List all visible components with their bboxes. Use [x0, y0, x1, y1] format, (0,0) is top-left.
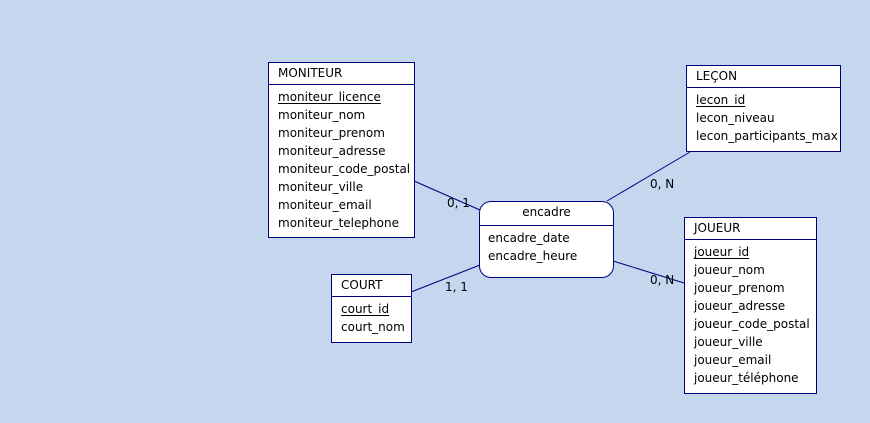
- entity-joueur-title: JOUEUR: [685, 218, 816, 240]
- cardinality-lecon: 0, N: [650, 177, 675, 191]
- entity-lecon-attr: lecon_participants_max: [696, 129, 838, 143]
- entity-joueur-attr: joueur_téléphone: [694, 371, 799, 385]
- entity-lecon-attr: lecon_id: [696, 93, 746, 107]
- entity-moniteur-attr: moniteur_ville: [278, 180, 364, 194]
- entity-joueur-attr: joueur_id: [694, 245, 750, 259]
- entity-moniteur-title: MONITEUR: [269, 63, 414, 85]
- link-lecon-encadre: [606, 151, 691, 202]
- entity-court-attr: court_id: [341, 302, 390, 316]
- entity-lecon-attr: lecon_niveau: [696, 111, 775, 125]
- entity-moniteur-attr: moniteur_nom: [278, 108, 366, 122]
- cardinality-moniteur: 0, 1: [447, 196, 470, 210]
- entity-moniteur-attr: moniteur_adresse: [278, 144, 386, 158]
- entity-joueur-attr: joueur_prenom: [694, 281, 785, 295]
- entity-moniteur-attr: moniteur_code_postal: [278, 162, 411, 176]
- entity-lecon-title: LEÇON: [687, 66, 840, 88]
- entity-moniteur-attr: moniteur_prenom: [278, 126, 385, 140]
- entity-court-title: COURT: [332, 275, 411, 297]
- link-joueur-encadre: [612, 260, 685, 284]
- entity-moniteur-attr: moniteur_licence: [278, 90, 381, 104]
- association-encadre-attr: encadre_heure: [488, 249, 578, 263]
- association-encadre[interactable]: encadre encadre_date encadre_heure: [479, 201, 614, 278]
- entity-joueur-attr: joueur_adresse: [694, 299, 786, 313]
- link-court-encadre: [410, 264, 481, 293]
- link-moniteur-encadre: [413, 180, 481, 211]
- entity-lecon[interactable]: LEÇON lecon_id lecon_niveau lecon_partic…: [686, 65, 841, 152]
- entity-moniteur-attr: moniteur_email: [278, 198, 372, 212]
- entity-court[interactable]: COURT court_id court_nom: [331, 274, 412, 343]
- entity-moniteur[interactable]: MONITEUR moniteur_licence moniteur_nom m…: [268, 62, 415, 238]
- association-encadre-attr: encadre_date: [488, 231, 570, 245]
- association-encadre-title: encadre: [480, 202, 613, 226]
- entity-court-attr: court_nom: [341, 320, 405, 334]
- cardinality-joueur: 0, N: [650, 273, 675, 287]
- entity-joueur-attr: joueur_email: [694, 353, 772, 367]
- entity-joueur-attr: joueur_code_postal: [694, 317, 810, 331]
- entity-moniteur-attr: moniteur_telephone: [278, 216, 399, 230]
- cardinality-court: 1, 1: [445, 280, 468, 294]
- entity-joueur-attr: joueur_ville: [694, 335, 763, 349]
- entity-joueur-attr: joueur_nom: [694, 263, 765, 277]
- entity-joueur[interactable]: JOUEUR joueur_id joueur_nom joueur_preno…: [684, 217, 817, 394]
